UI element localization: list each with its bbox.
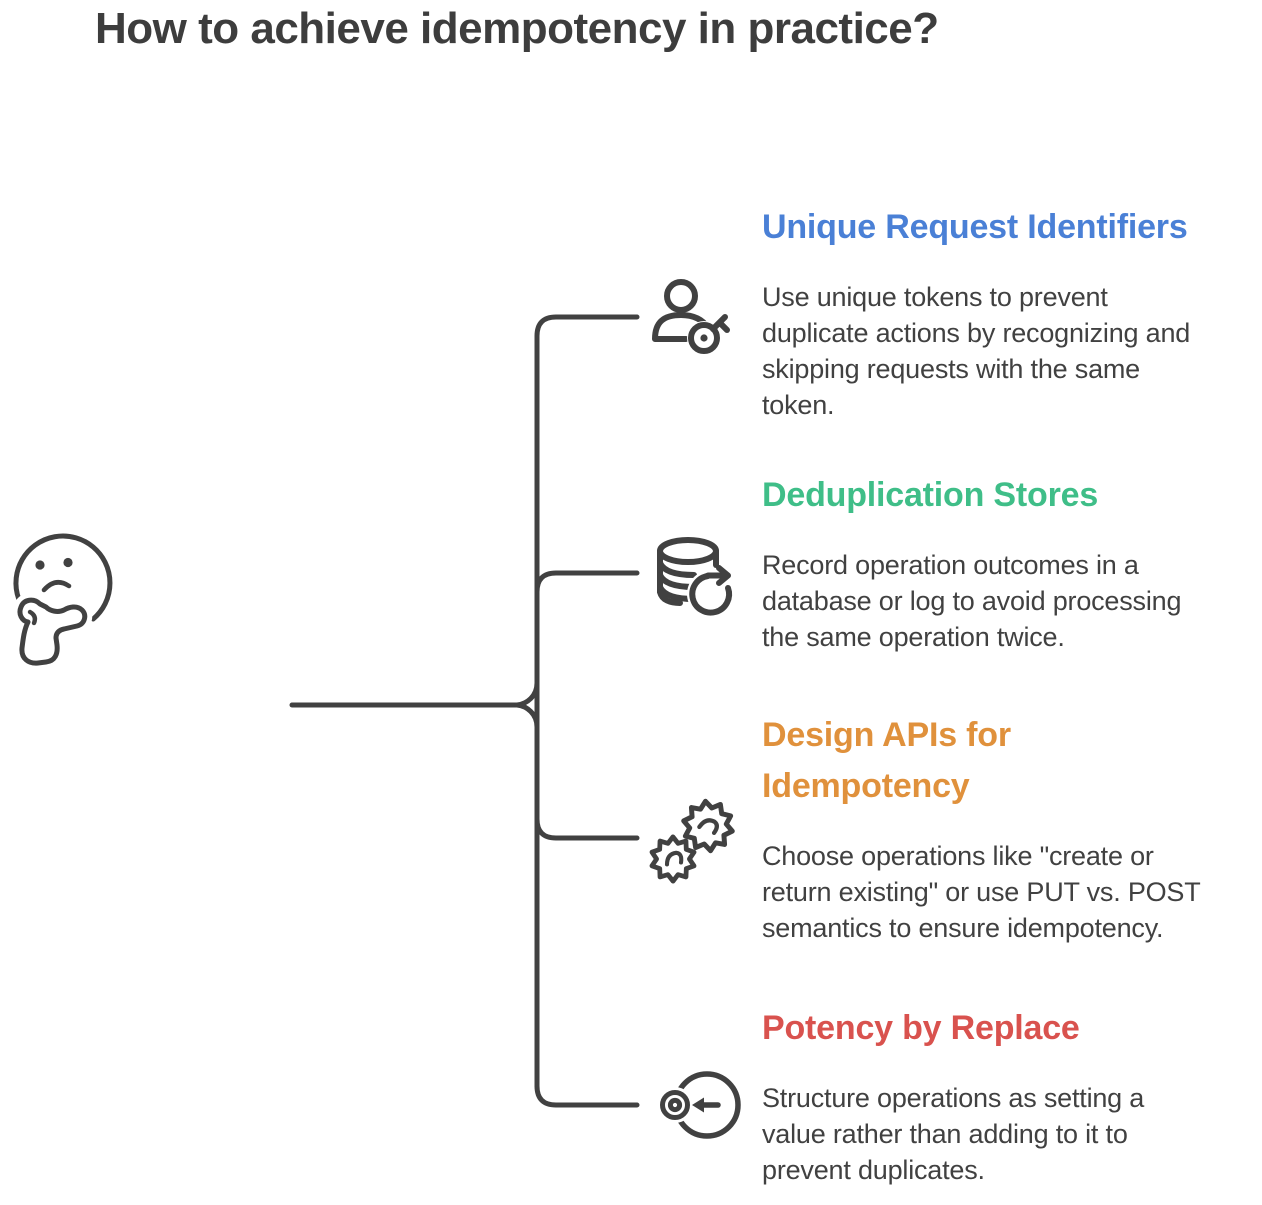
branch-line-3 [534,816,640,841]
section-body: Choose operations like "create or return… [762,841,1201,943]
user-key-icon [646,276,736,366]
section-body: Use unique tokens to prevent duplicate a… [762,282,1191,420]
gears-hands-icon [645,795,741,891]
section-heading: Unique Request Identifiers [762,208,1188,246]
face-eye-left [35,560,45,570]
branch-line-2 [534,570,640,595]
section-heading: Design APIs for Idempotency [762,716,1011,805]
hand-halo [12,592,93,671]
face-frown [41,580,72,593]
section-body: Record operation outcomes in a database … [762,550,1182,652]
section-heading: Deduplication Stores [762,476,1099,514]
hand-on-chin [17,597,88,666]
hand-knuckle-line [27,609,38,626]
section-heading: Potency by Replace [762,1009,1080,1047]
section-deduplication-stores: Deduplication Stores Record operation ou… [762,470,1262,655]
section-unique-request-identifiers: Unique Request Identifiers Use unique to… [762,202,1262,423]
section-body: Structure operations as setting a value … [762,1083,1145,1185]
thinking-face-icon [12,533,113,671]
page-title: How to achieve idempotency in practice? [95,4,939,53]
section-design-apis-for-idempotency: Design APIs for Idempotency Choose opera… [762,710,1262,946]
branch-line-1 [514,314,640,708]
section-potency-by-replace: Potency by Replace Structure operations … [762,1003,1262,1188]
branch-line-4 [514,702,640,1108]
face-eye-right [63,557,73,568]
database-refresh-icon [648,532,740,628]
target-replace-icon [656,1062,744,1148]
